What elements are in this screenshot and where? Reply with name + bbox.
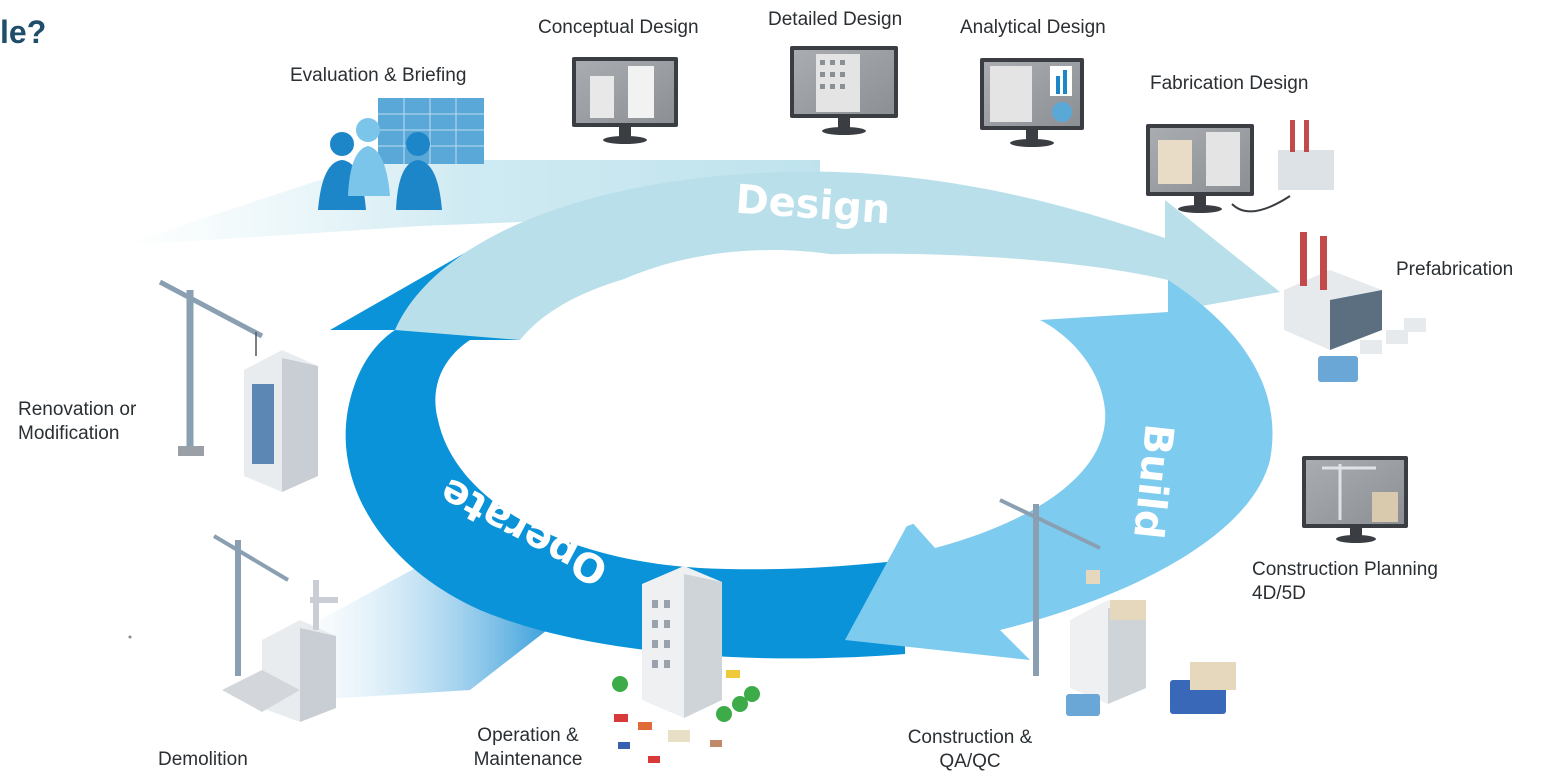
ring-center	[522, 250, 1022, 550]
demolition-icon	[212, 534, 338, 722]
label-operation-line2: Maintenance	[473, 749, 583, 770]
operation-icon	[612, 566, 760, 763]
label-renovation-line1: Renovation or	[18, 399, 137, 420]
evaluation-icon	[318, 98, 484, 210]
page-title-fragment: le?	[0, 14, 47, 50]
label-planning: Construction Planning 4D/5D	[1252, 558, 1438, 606]
monitor-analytical-icon	[980, 58, 1084, 147]
label-planning-line1: Construction Planning	[1252, 559, 1438, 580]
label-detailed: Detailed Design	[768, 9, 903, 30]
label-operation-line1: Operation &	[477, 725, 579, 746]
design-arc	[395, 171, 1280, 340]
stray-dot	[128, 635, 132, 639]
label-construction-line2: QA/QC	[939, 751, 1001, 772]
evaluation-arrow	[120, 160, 820, 246]
monitor-fabrication-icon	[1146, 120, 1334, 213]
monitor-detailed-icon	[790, 46, 898, 135]
label-planning-line2: 4D/5D	[1252, 583, 1306, 604]
label-fabrication: Fabrication Design	[1150, 73, 1309, 94]
operate-arc	[330, 250, 905, 659]
prefabrication-icon	[1284, 232, 1426, 382]
label-construction-line1: Construction &	[907, 727, 1033, 748]
monitor-conceptual-icon	[572, 57, 678, 144]
label-demolition: Demolition	[158, 749, 248, 770]
construction-icon	[999, 498, 1236, 716]
monitor-planning-icon	[1302, 456, 1408, 543]
label-conceptual: Conceptual Design	[538, 17, 699, 38]
renovation-icon	[158, 279, 318, 492]
label-renovation-line2: Modification	[18, 423, 120, 444]
label-prefabrication: Prefabrication	[1396, 259, 1514, 280]
build-arc	[845, 280, 1273, 660]
label-operation: Operation & Maintenance	[458, 724, 598, 772]
label-renovation: Renovation or Modification	[18, 398, 136, 446]
label-evaluation: Evaluation & Briefing	[290, 65, 467, 86]
lifecycle-ring: Design Build Operate	[330, 171, 1280, 660]
phase-label-design: Design	[734, 177, 892, 234]
label-construction: Construction & QA/QC	[890, 726, 1050, 774]
label-analytical: Analytical Design	[960, 17, 1106, 38]
